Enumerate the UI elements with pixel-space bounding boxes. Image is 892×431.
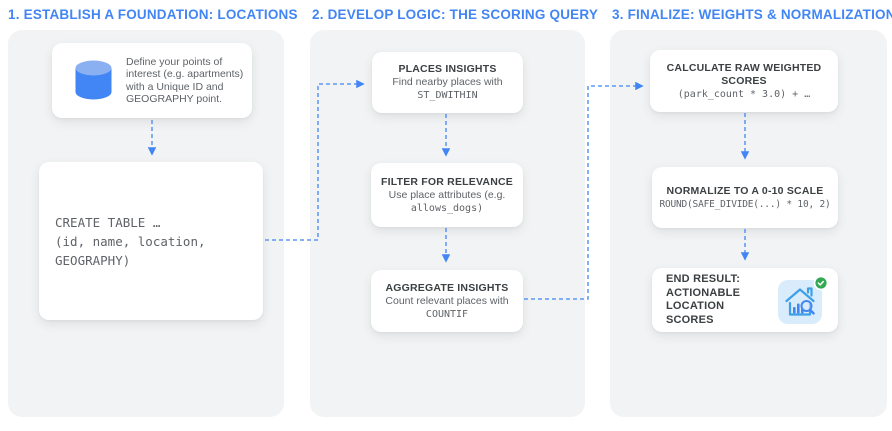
create-table-code: CREATE TABLE … (id, name, location, GEOG… <box>55 214 206 268</box>
aggregate-insights-title: AGGREGATE INSIGHTS <box>385 281 509 294</box>
places-insights-title: PLACES INSIGHTS <box>398 63 497 75</box>
filter-relevance-code: allows_dogs) <box>410 202 484 214</box>
card-create-table: CREATE TABLE … (id, name, location, GEOG… <box>39 162 263 320</box>
magnifier-glyph <box>800 300 813 312</box>
database-icon <box>70 58 117 104</box>
check-badge-icon <box>813 275 829 291</box>
aggregate-insights-body: Count relevant places with <box>385 294 509 307</box>
section-title-foundation: 1. ESTABLISH A FOUNDATION: LOCATIONS <box>8 7 298 22</box>
raw-weighted-scores-code: (park_count * 3.0) + … <box>677 88 811 100</box>
end-result-title: END RESULT: ACTIONABLE LOCATION SCORES <box>666 273 741 326</box>
section-title-logic: 2. DEVELOP LOGIC: THE SCORING QUERY <box>312 7 599 22</box>
card-raw-weighted-scores: CALCULATE RAW WEIGHTED SCORES (park_coun… <box>650 50 838 112</box>
section-title-finalize: 3. FINALIZE: WEIGHTS & NORMALIZATION <box>612 7 892 22</box>
filter-relevance-body: Use place attributes (e.g. <box>388 188 506 201</box>
card-define-points: Define your points of interest (e.g. apa… <box>52 43 252 118</box>
places-insights-body: Find nearby places with <box>392 76 503 88</box>
card-normalize-scale: NORMALIZE TO A 0-10 SCALE ROUND(SAFE_DIV… <box>652 167 838 228</box>
raw-weighted-scores-title: CALCULATE RAW WEIGHTED SCORES <box>666 61 822 87</box>
define-points-text: Define your points of interest (e.g. apa… <box>126 55 244 106</box>
house-analytics-icon <box>778 275 829 324</box>
aggregate-insights-code: COUNTIF <box>425 308 469 320</box>
card-places-insights: PLACES INSIGHTS Find nearby places with … <box>372 52 523 113</box>
normalize-scale-code: ROUND(SAFE_DIVIDE(...) * 10, 2) <box>659 198 831 210</box>
places-insights-code: ST_DWITHIN <box>417 90 478 101</box>
card-filter-relevance: FILTER FOR RELEVANCE Use place attribute… <box>371 163 523 227</box>
filter-relevance-title: FILTER FOR RELEVANCE <box>381 175 513 188</box>
card-aggregate-insights: AGGREGATE INSIGHTS Count relevant places… <box>371 270 523 332</box>
normalize-scale-title: NORMALIZE TO A 0-10 SCALE <box>666 184 824 197</box>
card-end-result: END RESULT: ACTIONABLE LOCATION SCORES <box>652 268 838 332</box>
